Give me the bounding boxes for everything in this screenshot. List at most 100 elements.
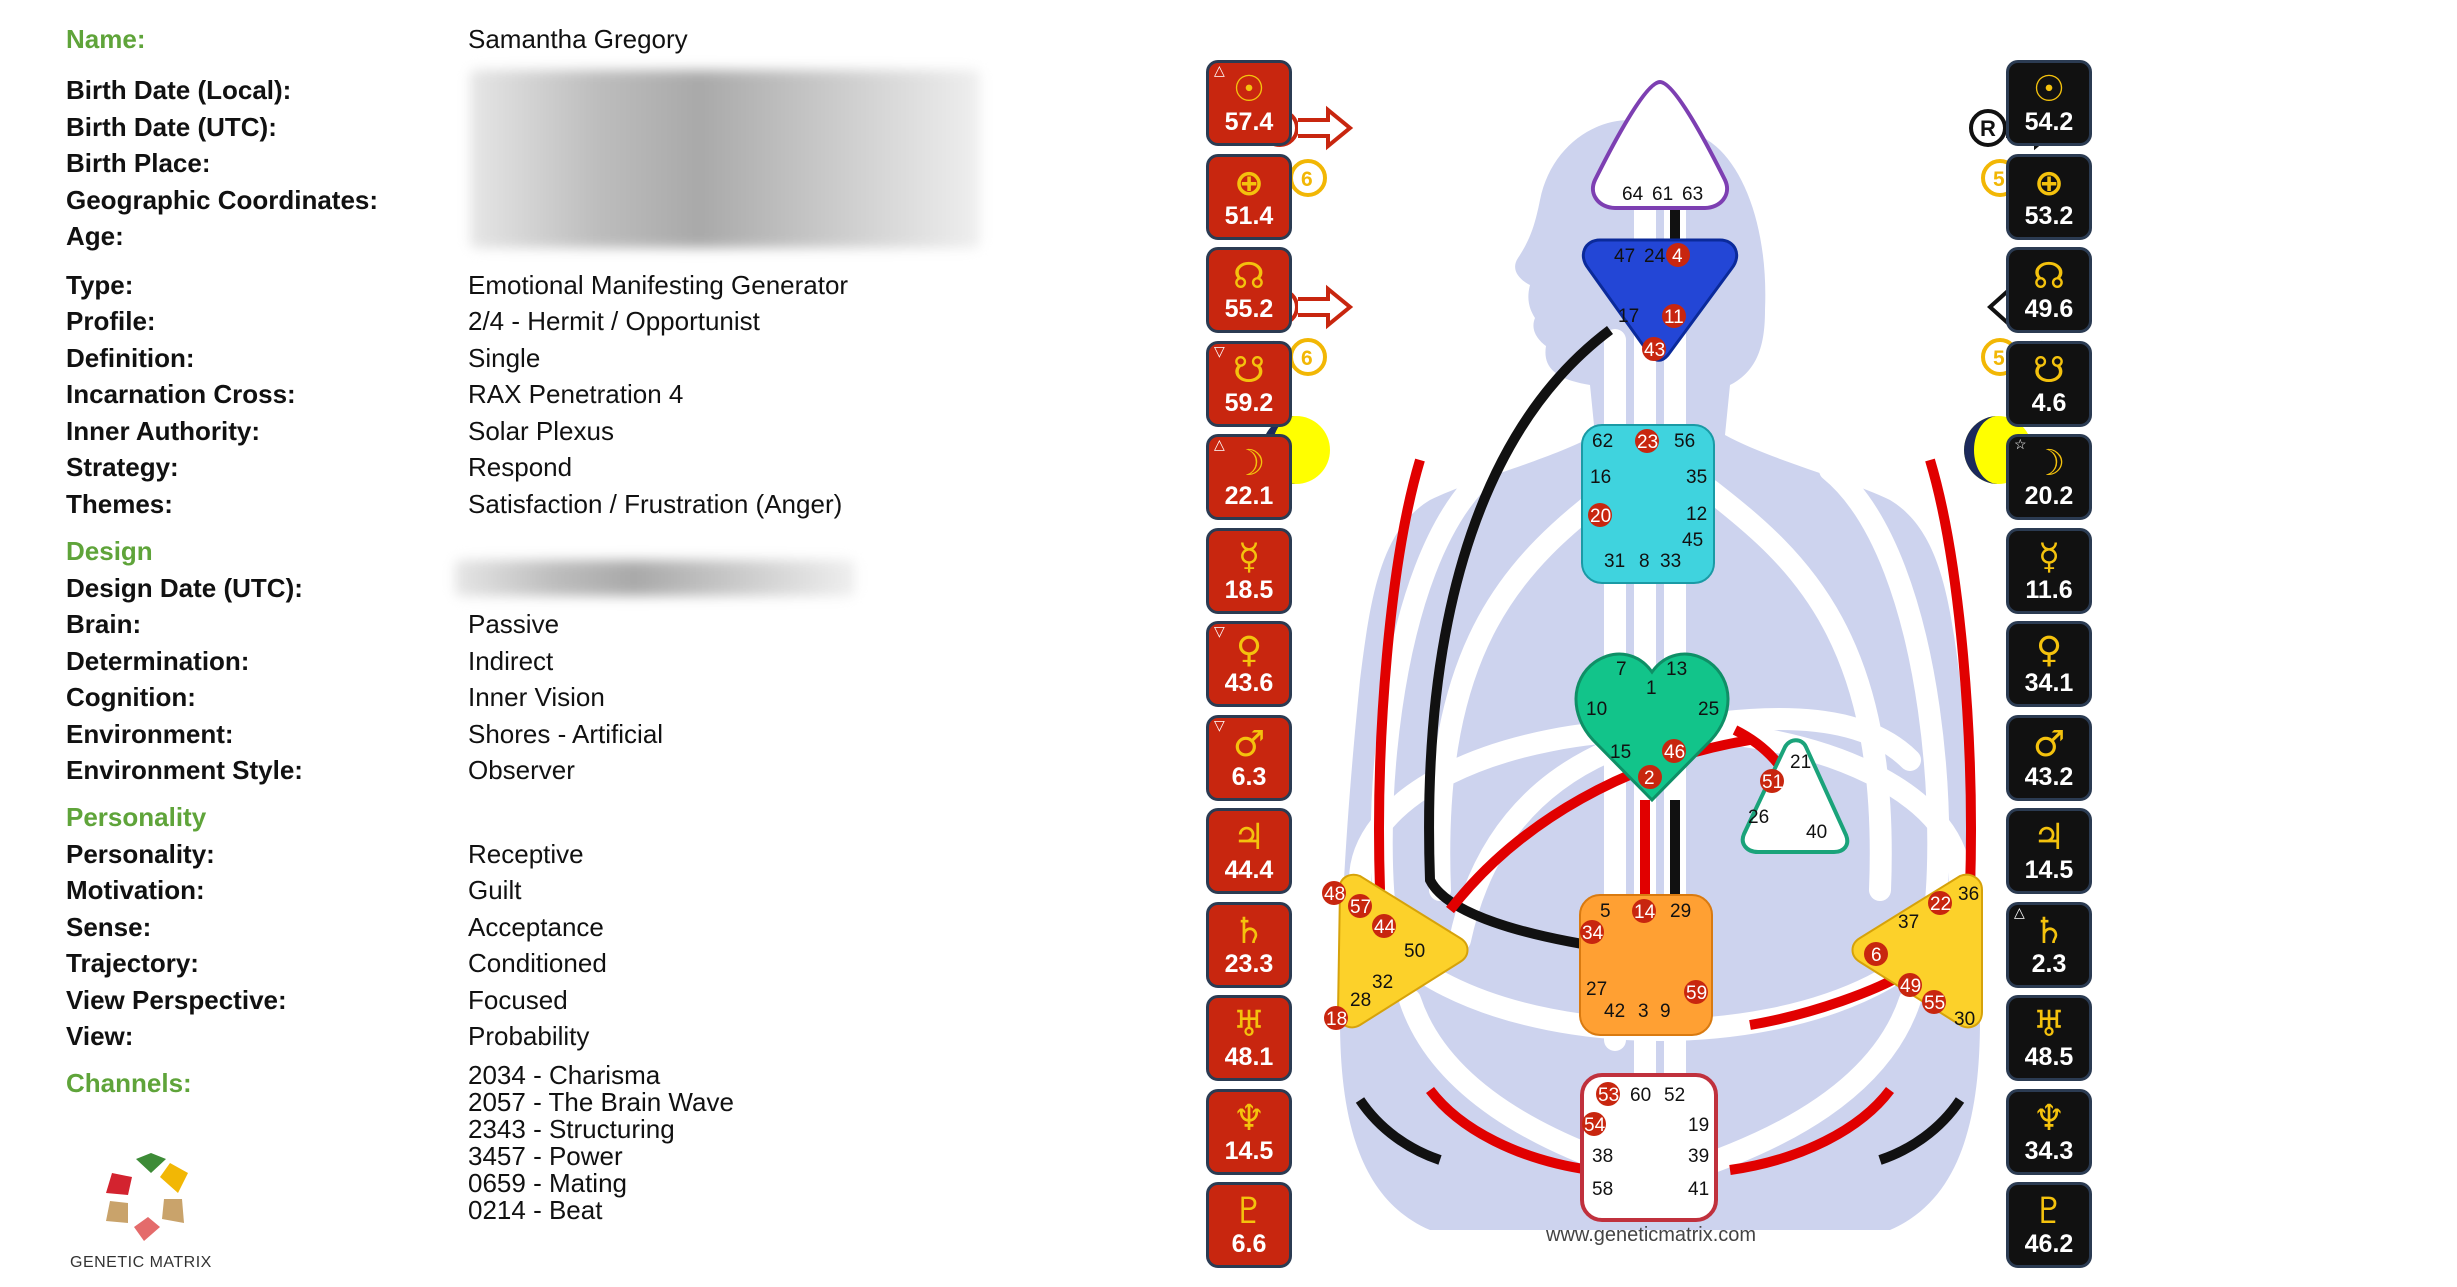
channel-item: 2057 - The Brain Wave [468,1087,734,1117]
design-planet-6: ▽♀43.6 [1206,621,1292,707]
planet-glyph-icon: ☉ [1232,69,1266,110]
personality-row: Personality: Receptive [66,837,1066,871]
planet-gate-value: 44.4 [1224,856,1274,884]
gate-47: 47 [1614,246,1635,267]
planet-gate-value: 6.6 [1231,1230,1267,1258]
personality-label: Personality: [66,839,215,869]
personality-top-n1: 5 [1993,168,2005,191]
cross-value: RAX Penetration 4 [468,379,684,409]
gate-13: 13 [1666,659,1687,680]
design-top-n2: 6 [1301,168,1313,191]
authority-value: Solar Plexus [468,416,614,446]
birth-place-label: Birth Place: [66,148,211,178]
head-gates: 64 [1622,184,1644,205]
gate-21: 21 [1790,752,1811,773]
gate-40: 40 [1806,822,1827,843]
gate-5: 5 [1600,901,1611,922]
sacral-center [1579,894,1713,1036]
cognition-label: Cognition: [66,682,196,712]
environment-row: Environment: Shores - Artificial [66,717,1066,751]
design-bottom-arrow-icon [1298,284,1354,330]
birth-date-local-row: Birth Date (Local): [66,73,1066,107]
themes-value: Satisfaction / Frustration (Anger) [468,489,843,519]
gate-24: 24 [1644,246,1666,267]
planet-gate-value: 51.4 [1224,201,1274,230]
name-row: Name: Samantha Gregory [66,22,1066,56]
gate-15: 15 [1610,742,1631,763]
gate-28: 28 [1350,990,1371,1011]
personality-bottom-n1: 5 [1993,347,2005,370]
birth-date-utc-label: Birth Date (UTC): [66,112,277,142]
design-planet-8: ♃44.4 [1206,808,1292,894]
env-style-value: Observer [468,755,575,785]
gate-53: 53 [1598,1085,1619,1106]
planet-mark-icon: ▽ [1214,716,1225,733]
planet-gate-value: 43.2 [2024,762,2074,791]
brain-label: Brain: [66,609,142,639]
gate-42: 42 [1604,1001,1625,1022]
brain-row: Brain: Passive [66,607,1066,641]
channel-item: 2343 - Structuring [468,1114,675,1144]
gate-2: 2 [1644,768,1655,789]
planet-glyph-icon: ♃ [2032,817,2066,858]
planet-gate-value: 11.6 [2025,575,2073,604]
planet-mark-icon: △ [2014,903,2025,920]
planet-glyph-icon: ☿ [2037,536,2061,578]
channel-item: 2034 - Charisma [468,1060,661,1090]
profile-row: Profile: 2/4 - Hermit / Opportunist [66,304,1066,338]
gate-46: 46 [1664,742,1685,763]
geo-label: Geographic Coordinates: [66,185,379,215]
personality-heading: Personality [66,802,207,832]
planet-gate-value: 18.5 [1224,575,1274,604]
birth-date-local-label: Birth Date (Local): [66,75,292,105]
gate-9: 9 [1660,1001,1671,1022]
gate-54: 54 [1584,1115,1606,1136]
profile-value: 2/4 - Hermit / Opportunist [468,306,760,336]
view-row: View: Probability [66,1019,1066,1053]
gate-35: 35 [1686,467,1707,488]
sense-row: Sense: Acceptance [66,910,1066,944]
solar-plexus-center [1851,873,1983,1029]
gate-44: 44 [1374,917,1396,938]
planet-gate-value: 23.3 [1224,949,1274,978]
design-date-label: Design Date (UTC): [66,573,303,603]
planet-glyph-icon: ☋ [2033,349,2065,391]
gate-19: 19 [1688,1115,1709,1136]
design-heading: Design [66,536,153,566]
type-label: Type: [66,270,134,300]
design-planet-0: △☉57.4 [1206,60,1292,146]
throat-center [1581,424,1715,584]
profile-label: Profile: [66,306,156,336]
determination-label: Determination: [66,646,250,676]
trajectory-label: Trajectory: [66,948,199,978]
redacted-birth-info [470,70,980,248]
gate-39: 39 [1688,1146,1709,1167]
gate-57: 57 [1350,897,1371,918]
channel-item: 0214 - Beat [468,1195,603,1225]
personality-planet-6: ♀34.1 [2006,621,2092,707]
gate-32: 32 [1372,972,1393,993]
planet-gate-value: 48.5 [2024,1043,2074,1071]
design-planet-2: ☊55.2 [1206,247,1292,333]
design-planet-12: ♇6.6 [1206,1182,1292,1268]
personality-planet-11: ♆34.3 [2006,1088,2092,1175]
planet-glyph-icon: ☋ [1233,349,1265,391]
planet-gate-value: 34.1 [2024,669,2074,697]
website-url: www.geneticmatrix.com [1546,1224,1757,1246]
planet-glyph-icon: ⊕ [1233,162,1265,204]
planet-mark-icon: ☆ [2014,436,2027,452]
planet-gate-value: 14.5 [2024,856,2074,884]
planet-gate-value: 55.2 [1224,295,1274,323]
motivation-row: Motivation: Guilt [66,873,1066,907]
personality-top-arrow-letter: R [1980,116,1996,141]
personality-planet-8: ♃14.5 [2006,808,2092,894]
gate-49: 49 [1900,976,1921,997]
planet-gate-value: 6.3 [1231,762,1267,791]
planet-gate-value: 57.4 [1224,108,1274,136]
cognition-value: Inner Vision [468,682,605,712]
motivation-value: Guilt [468,875,522,905]
gate-62: 62 [1592,431,1613,452]
gate-60: 60 [1630,1085,1651,1106]
birth-date-utc-row: Birth Date (UTC): [66,110,1066,144]
channels-list: 2034 - Charisma 2057 - The Brain Wave 23… [468,1062,734,1224]
